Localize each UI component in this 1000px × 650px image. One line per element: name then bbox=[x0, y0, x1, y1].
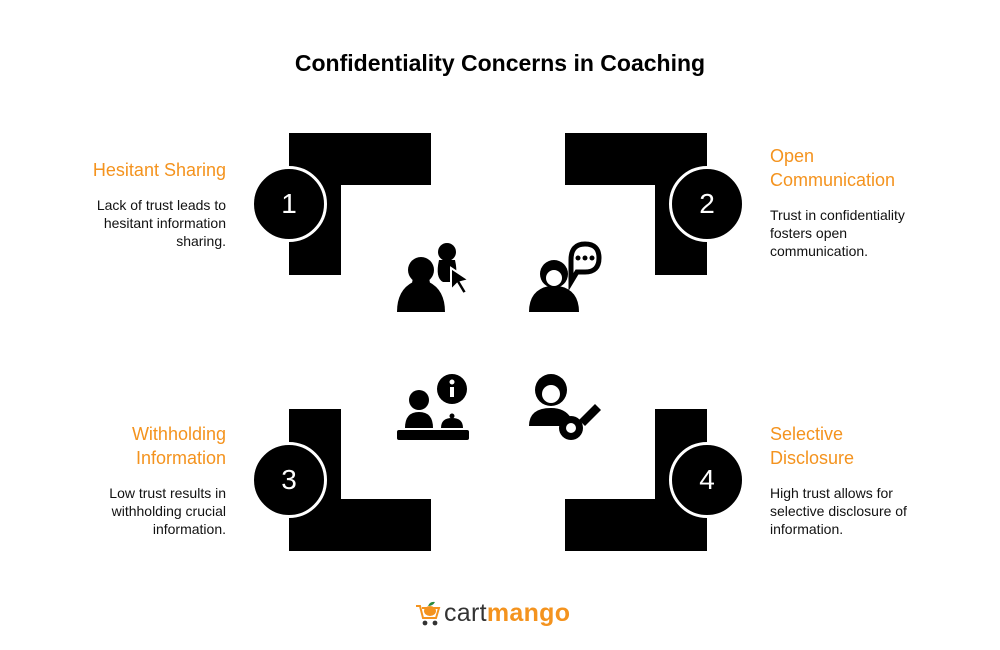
step-number-4: 4 bbox=[669, 442, 745, 518]
corner-shape-3 bbox=[289, 409, 431, 551]
page-title: Confidentiality Concerns in Coaching bbox=[294, 50, 706, 76]
desc-hesitant-sharing: Lack of trust leads to hesitant informat… bbox=[96, 197, 226, 249]
logo-text-mango: mango bbox=[486, 598, 571, 627]
desc-open-communication: Trust in confidentiality fosters open co… bbox=[770, 207, 905, 259]
heading-hesitant-sharing: Hesitant Sharing bbox=[92, 160, 226, 180]
person-with-cursor-icon bbox=[397, 243, 472, 312]
people-info-icon bbox=[397, 374, 469, 440]
corner-shape-1 bbox=[289, 133, 431, 275]
desc-selective-disclosure: High trust allows for selective disclosu… bbox=[770, 485, 907, 537]
heading-selective-disclosure: Selective Disclosure bbox=[770, 424, 855, 468]
step-number-1: 1 bbox=[251, 166, 327, 242]
corner-shape-2 bbox=[565, 133, 707, 275]
heading-open-communication: Open Communication bbox=[770, 146, 896, 190]
step-number-2: 2 bbox=[669, 166, 745, 242]
corner-shape-4 bbox=[565, 409, 707, 551]
person-speech-bubble-icon bbox=[529, 241, 602, 312]
heading-withholding-information: Withholding Information bbox=[131, 424, 226, 468]
desc-withholding-information: Low trust results in withholding crucial… bbox=[109, 485, 226, 537]
logo-text-cart: cart bbox=[444, 598, 487, 627]
person-key-icon bbox=[529, 374, 601, 440]
mango-cart-icon bbox=[416, 601, 441, 626]
step-number-3: 3 bbox=[251, 442, 327, 518]
